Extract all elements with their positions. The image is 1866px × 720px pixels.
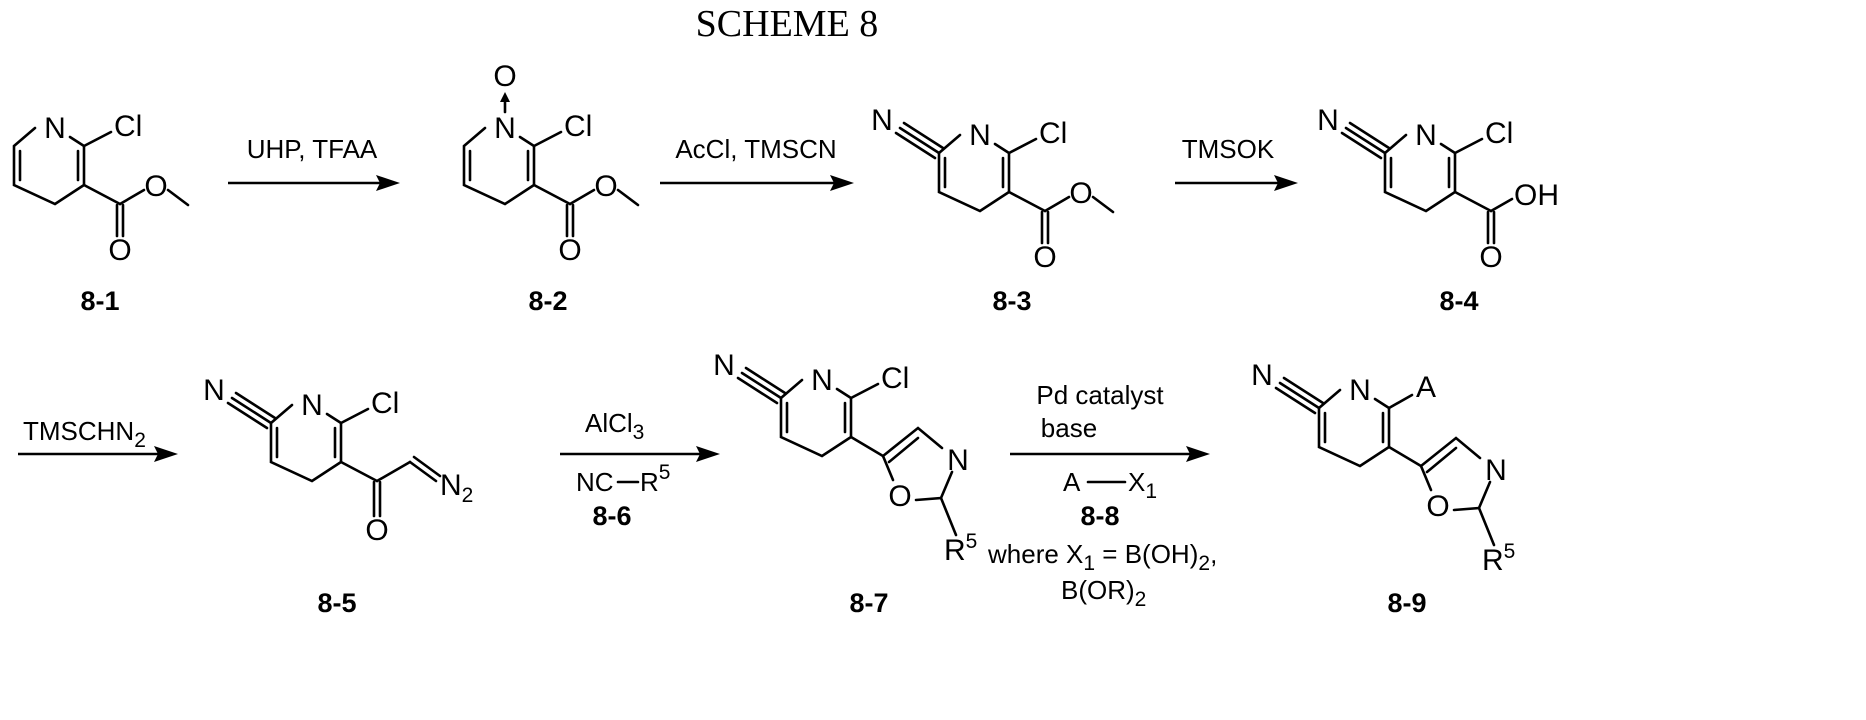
where-clause-line2: B(OR)2	[1061, 575, 1146, 611]
svg-text:N: N	[811, 364, 833, 397]
svg-text:Cl: Cl	[371, 387, 399, 420]
svg-text:O: O	[1426, 490, 1449, 523]
arrow-step-1: UHP, TFAA	[228, 134, 400, 191]
svg-text:O: O	[1069, 177, 1092, 210]
svg-text:Cl: Cl	[114, 110, 142, 143]
reagent-nc-r5: NC	[576, 467, 614, 497]
svg-text:Cl: Cl	[564, 110, 592, 143]
svg-text:Cl: Cl	[1485, 117, 1513, 150]
reagent-base: base	[1041, 413, 1097, 443]
svg-text:N: N	[1317, 104, 1339, 137]
svg-text:O: O	[558, 234, 581, 267]
svg-text:R5: R5	[1482, 540, 1515, 577]
svg-text:N: N	[871, 104, 893, 137]
svg-text:O: O	[1033, 241, 1056, 274]
label-8-2: 8-2	[528, 286, 567, 316]
label-8-4: 8-4	[1439, 286, 1478, 316]
compound-8-3: N N Cl O O 8-3	[871, 104, 1113, 316]
svg-text:R5: R5	[640, 461, 670, 497]
reagent-acc-tmscn: AcCl, TMSCN	[675, 134, 836, 164]
svg-text:O: O	[1479, 241, 1502, 274]
svg-text:N: N	[947, 444, 969, 477]
svg-text:O: O	[365, 514, 388, 547]
compound-8-9: N N A N O R5 8-9	[1251, 359, 1515, 618]
label-8-7: 8-7	[849, 588, 888, 618]
svg-text:N: N	[1251, 359, 1273, 392]
svg-text:N: N	[1485, 454, 1507, 487]
svg-text:N: N	[1415, 119, 1437, 152]
svg-text:N: N	[1349, 374, 1371, 407]
arrow-step-6: Pd catalyst base A X1 8-8 where X1 = B(O…	[987, 380, 1217, 611]
compound-8-2: O N Cl O O 8-2	[464, 60, 638, 316]
label-8-5: 8-5	[317, 588, 356, 618]
svg-text:Cl: Cl	[881, 362, 909, 395]
svg-text:O: O	[144, 170, 167, 203]
arrow-step-2: AcCl, TMSCN	[660, 134, 854, 191]
svg-text:Cl: Cl	[1039, 117, 1067, 150]
svg-text:N: N	[494, 112, 516, 145]
label-8-8: 8-8	[1080, 501, 1119, 531]
svg-text:A: A	[1063, 467, 1081, 497]
label-8-9: 8-9	[1387, 588, 1426, 618]
reagent-pd-catalyst: Pd catalyst	[1036, 380, 1164, 410]
label-8-6: 8-6	[592, 501, 631, 531]
label-8-3: 8-3	[992, 286, 1031, 316]
svg-text:O: O	[888, 480, 911, 513]
reagent-uhp-tfaa: UHP, TFAA	[247, 134, 378, 164]
reagent-tmsok: TMSOK	[1182, 134, 1275, 164]
svg-text:O: O	[108, 234, 131, 267]
arrow-step-5: AlCl3 NC R5 8-6	[560, 408, 720, 531]
compound-8-7: N N Cl N O R5 8-7	[713, 349, 977, 618]
label-8-1: 8-1	[80, 286, 119, 316]
svg-text:A: A	[1416, 371, 1436, 404]
svg-text:N: N	[969, 119, 991, 152]
arrow-step-4: TMSCHN2	[18, 416, 178, 462]
compound-8-5: N N Cl O N2 8-5	[203, 374, 473, 618]
compound-8-1: N Cl O O 8-1	[14, 110, 188, 316]
svg-text:N: N	[203, 374, 225, 407]
diazo-n2: N2	[440, 469, 473, 507]
scheme-title: SCHEME 8	[696, 3, 879, 45]
svg-text:O: O	[493, 60, 516, 93]
svg-text:O: O	[594, 170, 617, 203]
svg-text:R5: R5	[944, 530, 977, 567]
where-clause: where X1 = B(OH)2,	[987, 539, 1217, 575]
svg-text:N: N	[44, 112, 66, 145]
reagent-alcl3: AlCl3	[585, 408, 644, 444]
svg-text:N: N	[713, 349, 735, 382]
reagent-tmschn2: TMSCHN2	[23, 416, 146, 452]
arrow-step-3: TMSOK	[1175, 134, 1298, 191]
reagent-x1: X1	[1128, 467, 1157, 503]
compound-8-4: N N Cl OH O 8-4	[1317, 104, 1559, 316]
svg-text:N: N	[301, 389, 323, 422]
svg-text:OH: OH	[1514, 179, 1559, 212]
